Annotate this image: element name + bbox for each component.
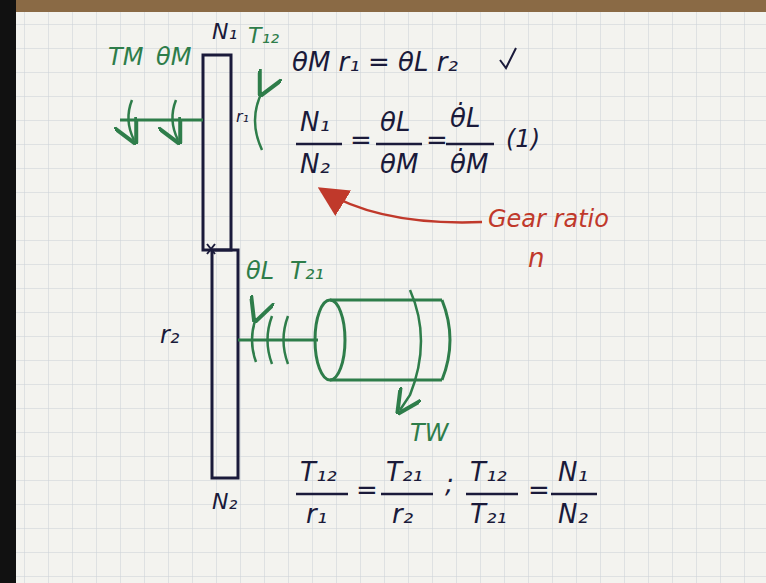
equation-term: θM [380, 150, 418, 179]
equation-term: N₁ [300, 108, 330, 137]
equation-term: T₁₂ [300, 458, 337, 487]
torque-label: T₂₁ [290, 258, 324, 284]
equation-term: N₂ [558, 500, 588, 529]
torque-label: TM [108, 44, 143, 70]
radius-label: r₂ [160, 322, 180, 348]
gear-label: N₁ [212, 20, 237, 44]
equation-term: N₂ [300, 150, 330, 179]
angle-label: θL [246, 258, 274, 284]
note-text: Gear ratio [488, 206, 609, 232]
radius-label: r₁ [236, 108, 249, 126]
equation-term: T₁₂ [470, 458, 507, 487]
equation-term: θL [380, 108, 410, 137]
gear-label: N₂ [212, 490, 237, 514]
equation-sign: = [356, 476, 378, 505]
equation-term: N₁ [558, 458, 588, 487]
equation-term: θ̇L [450, 104, 480, 133]
equation-sign: = [350, 126, 372, 155]
torque-label: TW [410, 420, 448, 446]
equation-sign: = [426, 126, 448, 155]
equation-number: (1) [506, 126, 540, 152]
equation-sign: = [528, 476, 550, 505]
equation-term: r₁ [306, 500, 327, 529]
equation-text: θM r₁ = θL r₂ [292, 48, 458, 77]
equation-term: T₂₁ [386, 458, 423, 487]
equation-sign: ; [445, 470, 454, 499]
torque-label: T₁₂ [248, 24, 279, 48]
equation-term: r₂ [392, 500, 413, 529]
equation-term: T₂₁ [470, 500, 507, 529]
angle-label: θM [156, 44, 191, 70]
note-text: n [528, 244, 544, 273]
equation-term: θ̇M [450, 150, 488, 179]
